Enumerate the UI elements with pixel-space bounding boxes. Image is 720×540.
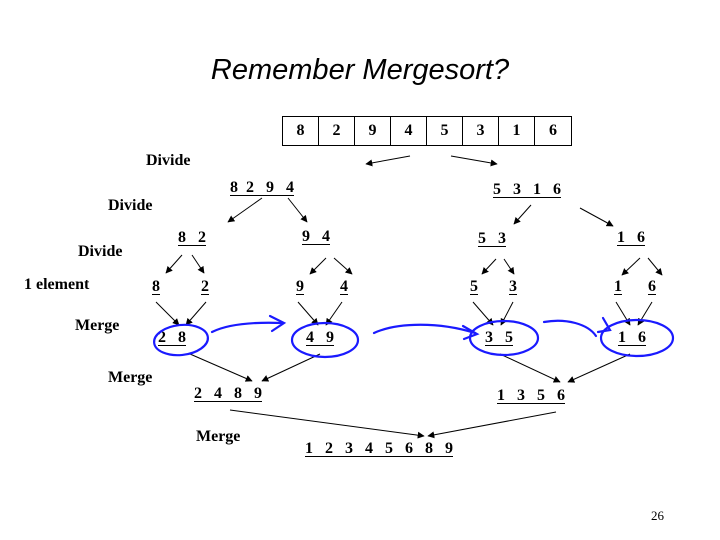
single-element: 5: [470, 278, 478, 295]
arrow: [499, 353, 561, 383]
label-divide-2: Divide: [108, 197, 153, 214]
merged-right-half: 1 3 5 6: [497, 387, 565, 404]
arrow: [333, 257, 353, 275]
quarter-a: 8 2: [178, 229, 206, 246]
pen-arrowhead: [461, 324, 480, 341]
arrow: [227, 197, 263, 223]
left-half: 8 2 9 4: [230, 179, 294, 196]
pen-arrowhead: [596, 316, 612, 334]
pen-circle: [468, 319, 540, 357]
single-element: 9: [296, 278, 304, 295]
pen-stroke: [542, 319, 598, 338]
merged-pair-b: 4 9: [306, 329, 334, 346]
pen-stroke: [372, 323, 477, 335]
merged-left-half: 2 4 8 9: [194, 385, 262, 402]
arrow: [191, 254, 205, 274]
arrow: [427, 411, 557, 439]
slide-title: Remember Mergesort?: [210, 54, 510, 86]
merged-pair-a: 2 8: [158, 329, 186, 346]
merged-pair-c: 3 5: [485, 329, 513, 346]
pen-stroke: [210, 321, 284, 334]
label-merge-2: Merge: [108, 369, 153, 386]
label-merge-3: Merge: [196, 428, 241, 445]
arrow: [472, 301, 494, 326]
arrow-divide-left: [365, 155, 411, 167]
arrow: [621, 257, 641, 276]
single-element: 2: [201, 278, 209, 295]
array-cell: 8: [283, 117, 319, 145]
arrow: [297, 301, 319, 326]
arrow: [185, 301, 207, 326]
quarter-b: 9 4: [302, 228, 330, 245]
single-element: 4: [340, 278, 348, 295]
array-cell: 4: [391, 117, 427, 145]
arrow: [155, 301, 180, 326]
single-element: 8: [152, 278, 160, 295]
pen-circle: [290, 321, 360, 359]
label-divide-3: Divide: [78, 243, 123, 260]
arrow-divide-right: [450, 155, 498, 167]
sorted-result: 1 2 3 4 5 6 8 9: [305, 440, 453, 457]
right-half: 5 3 1 6: [493, 181, 561, 198]
arrow: [229, 409, 425, 439]
pen-circle: [153, 323, 209, 357]
array-cell: 1: [499, 117, 535, 145]
arrow: [261, 353, 321, 382]
arrow: [287, 197, 308, 223]
arrow: [325, 301, 343, 326]
arrow: [579, 207, 614, 227]
arrow: [481, 258, 497, 275]
pen-circle: [599, 318, 675, 358]
arrow: [165, 254, 183, 274]
page-number: 26: [651, 508, 664, 523]
arrow: [189, 353, 253, 382]
pen-annotations: [153, 314, 675, 359]
array-cell: 6: [549, 122, 557, 139]
label-merge-1: Merge: [75, 317, 120, 334]
single-element: 6: [648, 278, 656, 295]
quarter-d: 1 6: [617, 229, 645, 246]
array-cell: 5: [427, 117, 463, 145]
quarter-c: 5 3: [478, 230, 506, 247]
arrow: [647, 257, 663, 276]
merged-pair-d: 1 6: [618, 329, 646, 346]
single-element: 1: [614, 278, 622, 295]
single-element: 3: [509, 278, 517, 295]
label-divide-1: Divide: [146, 152, 191, 169]
array-cell: 3: [463, 117, 499, 145]
arrow: [513, 204, 532, 225]
array-cell: 2: [319, 117, 355, 145]
arrow: [309, 257, 327, 275]
arrow: [503, 258, 515, 275]
arrow: [567, 353, 631, 383]
label-one-element: 1 element: [24, 276, 90, 293]
input-array: 8 2 9 4 5 3 1 6: [282, 116, 572, 146]
array-cell: 9: [355, 117, 391, 145]
pen-arrowhead: [268, 314, 287, 333]
